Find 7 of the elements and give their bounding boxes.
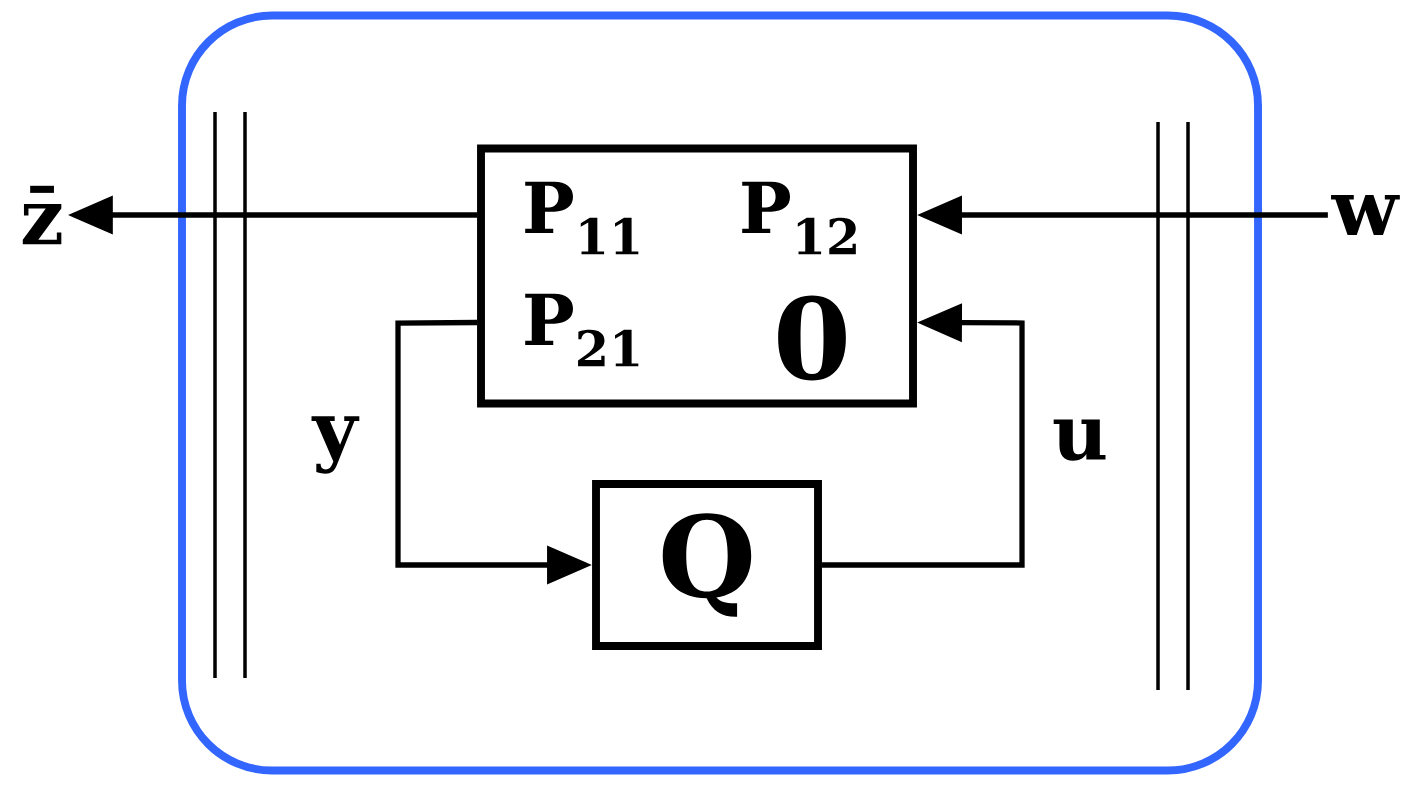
edge-label: u bbox=[1048, 415, 1112, 465]
edge-label: y bbox=[309, 412, 361, 478]
frame-box bbox=[178, 11, 1262, 775]
signal-label: w bbox=[1331, 194, 1400, 236]
block-box: Q bbox=[592, 480, 822, 650]
signal-label: z̄ bbox=[22, 185, 62, 245]
block-box: P$_{11}$ P$_{12}$ P$_{21}$ 0 bbox=[477, 144, 917, 408]
